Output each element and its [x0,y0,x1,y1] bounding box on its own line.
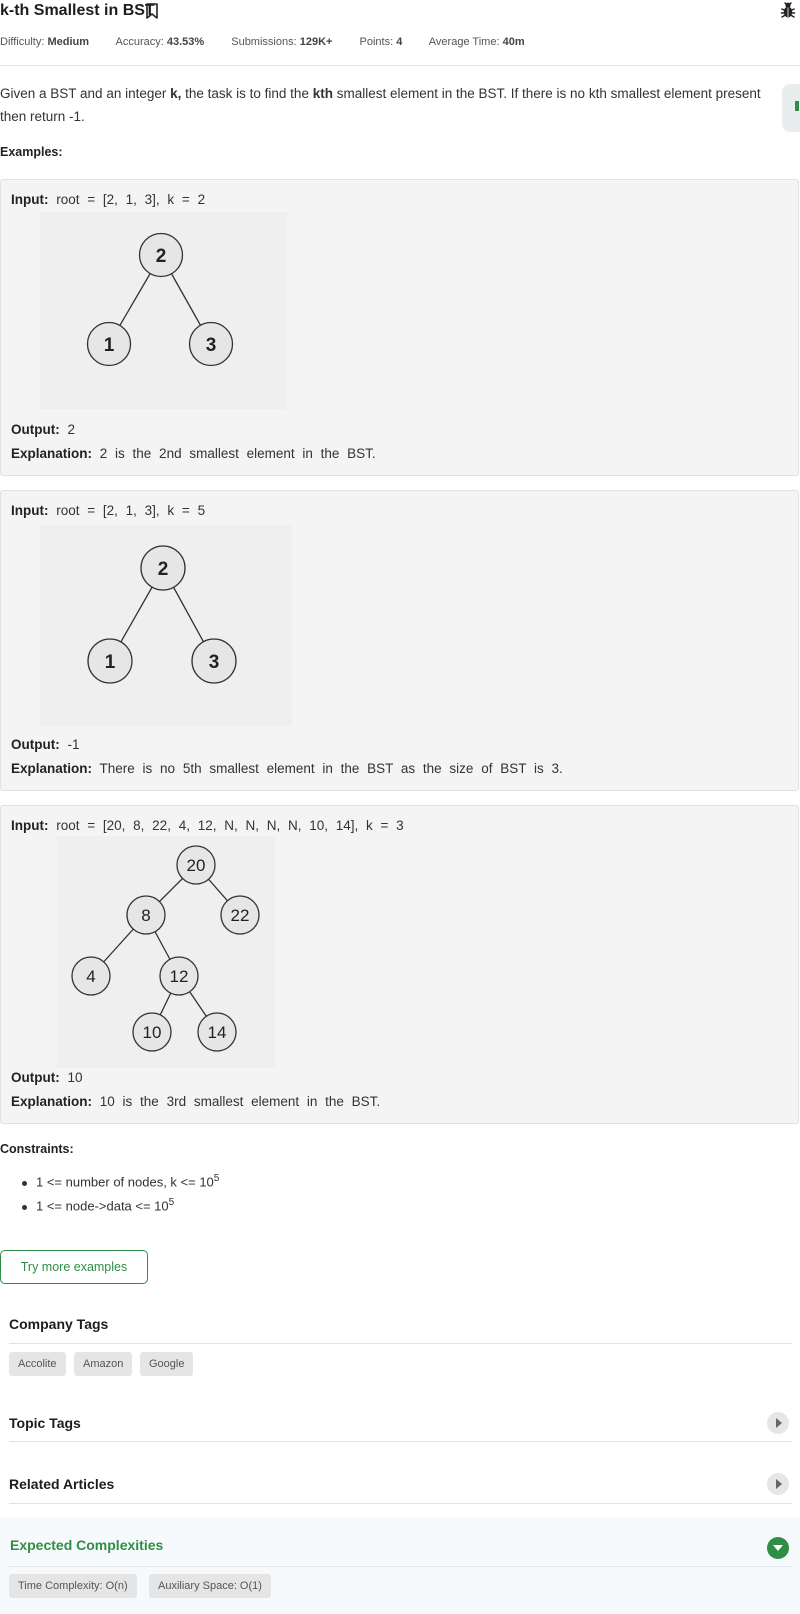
tree-node: 4 [71,956,111,996]
bookmark-icon[interactable] [145,3,159,24]
problem-meta: Difficulty: Medium Accuracy: 43.53% Subm… [0,36,549,48]
company-tag[interactable]: Google [140,1352,194,1376]
tree-node: 1 [87,638,133,684]
bug-icon[interactable] [780,1,796,24]
meta-accuracy: Accuracy: 43.53% [115,36,205,48]
svg-text:1: 1 [104,335,115,356]
related-articles-title[interactable]: Related Articles [9,1476,115,1492]
example-output: Output: 10 [11,1070,83,1085]
section-divider [9,1503,792,1504]
svg-text:4: 4 [86,967,95,986]
tree-node: 2 [138,232,184,278]
example-explanation: Explanation: 10 is the 3rd smallest elem… [11,1094,381,1109]
svg-text:2: 2 [156,246,167,267]
svg-text:3: 3 [206,335,217,356]
example-input: Input: root = [20, 8, 22, 4, 12, N, N, N… [11,818,404,833]
section-divider [9,1441,792,1442]
list-item: 1 <= number of nodes, k <= 105 [20,1173,219,1197]
tree-node: 3 [191,638,237,684]
company-tag[interactable]: Amazon [74,1352,133,1376]
list-item: 1 <= node->data <= 105 [20,1197,219,1221]
expected-complexities-title[interactable]: Expected Complexities [10,1537,164,1553]
topic-tags-title[interactable]: Topic Tags [9,1415,81,1431]
section-divider [9,1566,792,1567]
section-divider [9,1343,792,1344]
example-input: Input: root = [2, 1, 3], k = 2 [11,192,206,207]
meta-difficulty: Difficulty: Medium [0,36,90,48]
example-output: Output: 2 [11,422,76,437]
tree-node: 22 [220,895,260,935]
chevron-right-icon[interactable] [767,1412,789,1434]
example-box: Input: root = [2, 1, 3], k = 2 2 1 3 Out… [0,179,799,476]
example-box: Input: root = [2, 1, 3], k = 5 2 1 3 Out… [0,490,799,791]
tree-diagram: 2 1 3 [40,525,292,726]
svg-text:20: 20 [187,856,206,875]
constraints-list: 1 <= number of nodes, k <= 105 1 <= node… [20,1173,219,1221]
complexity-tag: Auxiliary Space: O(1) [149,1574,271,1598]
example-box: Input: root = [20, 8, 22, 4, 12, N, N, N… [0,805,799,1124]
svg-text:3: 3 [209,652,220,673]
tree-node: 1 [86,321,132,367]
tree-node: 2 [140,545,186,591]
chevron-down-icon[interactable] [767,1537,789,1559]
example-output: Output: -1 [11,737,80,752]
try-more-examples-button[interactable]: Try more examples [0,1250,148,1284]
problem-header: k-th Smallest in BST [0,0,800,24]
examples-heading: Examples: [0,145,63,159]
example-input: Input: root = [2, 1, 3], k = 5 [11,503,206,518]
meta-points: Points: 4 [359,36,403,48]
svg-text:8: 8 [141,906,150,925]
svg-text:14: 14 [208,1023,227,1042]
problem-title: k-th Smallest in BST [0,2,155,19]
meta-submissions: Submissions: 129K+ [231,36,333,48]
complexity-tag: Time Complexity: O(n) [9,1574,137,1598]
svg-text:22: 22 [231,906,250,925]
tree-diagram: 20 8 22 4 12 10 14 [57,836,275,1068]
tree-node: 8 [126,895,166,935]
side-panel-tab[interactable] [782,84,800,132]
svg-text:1: 1 [105,652,116,673]
tree-node: 20 [176,845,216,885]
tree-node: 12 [159,956,199,996]
tree-node: 14 [197,1012,237,1052]
tree-node: 10 [132,1012,172,1052]
svg-text:12: 12 [170,967,189,986]
svg-text:2: 2 [158,559,169,580]
example-explanation: Explanation: There is no 5th smallest el… [11,761,563,776]
meta-average-time: Average Time: 40m [428,36,525,48]
company-tag[interactable]: Accolite [9,1352,66,1376]
tree-node: 3 [188,321,234,367]
header-divider [0,65,800,66]
company-tags-title: Company Tags [9,1316,109,1332]
svg-text:10: 10 [143,1023,162,1042]
example-explanation: Explanation: 2 is the 2nd smallest eleme… [11,446,376,461]
problem-description: Given a BST and an integer k, the task i… [0,86,761,124]
tree-diagram: 2 1 3 [40,212,287,409]
chevron-right-icon[interactable] [767,1473,789,1495]
constraints-heading: Constraints: [0,1142,74,1156]
